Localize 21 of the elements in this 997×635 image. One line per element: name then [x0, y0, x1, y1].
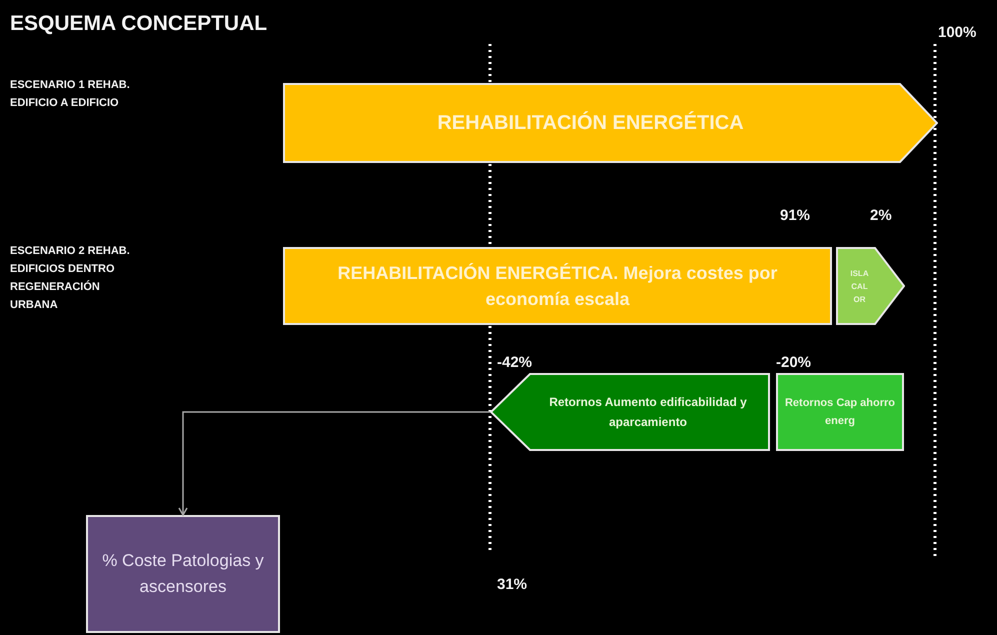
diagram-title: ESQUEMA CONCEPTUAL — [10, 11, 268, 37]
percent-label: -20% — [776, 353, 812, 373]
percent-label: -42% — [497, 353, 534, 373]
node-text: REHABILITACIÓN ENERGÉTICA — [437, 110, 744, 136]
percent-label: 31% — [497, 575, 528, 595]
connector-arrow — [178, 411, 490, 516]
node-text: Retornos Aumento edificabilidad y aparcamiento — [548, 394, 748, 431]
percent-label: 100% — [938, 23, 978, 43]
node-text: Retornos Cap ahorro energ — [784, 396, 896, 429]
process-box — [776, 373, 904, 451]
node-text: % Coste Patologias y ascensores — [101, 550, 265, 598]
percent-label: 91% — [780, 206, 812, 226]
scenario-label: ESCENARIO 2 REHAB. EDIFICIOS DENTRO REGENERACIÓN URBANA — [10, 244, 131, 313]
node-text: REHABILITACIÓN ENERGÉTICA. Mejora costes por economía escala — [336, 262, 778, 311]
process-box — [283, 247, 832, 325]
process-box — [86, 515, 280, 633]
arrow-shape — [490, 373, 770, 451]
percent-label: 2% — [870, 206, 893, 226]
chevron-shape — [836, 247, 905, 325]
scenario-label: ESCENARIO 1 REHAB. EDIFICIO A EDIFICIO — [10, 78, 131, 111]
node-text: ISLA CAL OR — [849, 268, 870, 306]
